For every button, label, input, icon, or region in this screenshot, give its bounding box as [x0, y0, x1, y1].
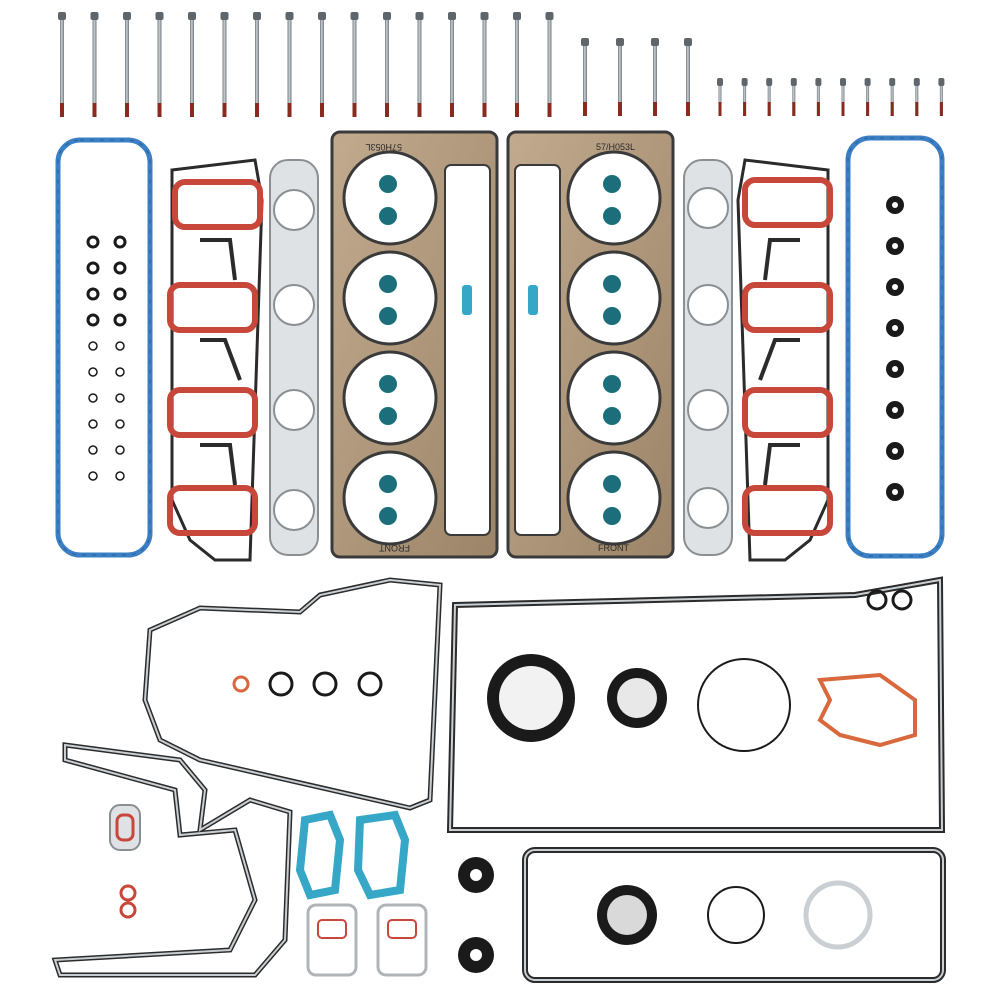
short-bolt-2: [766, 78, 773, 116]
intake-gasket-right: [736, 158, 833, 562]
short-bolt-5: [840, 78, 846, 116]
medium-bolt-2: [651, 38, 659, 116]
grommet-left-7-0: [88, 419, 98, 429]
head-gasket-right-front: FRONT: [598, 543, 629, 553]
grommet-left-8-1: [115, 445, 125, 455]
exhaust-gasket-left: [269, 159, 319, 556]
exhaust-gasket-right: [683, 159, 733, 556]
bores-right-cylinder-1: [566, 250, 662, 346]
bores-left-cylinder-2: [342, 350, 438, 446]
short-bolt-3: [790, 78, 797, 116]
oil-filter-adapter-gasket: [866, 589, 913, 611]
long-bolt-11: [415, 12, 424, 117]
long-bolt-7: [285, 12, 294, 117]
egr-gasket: [109, 804, 141, 851]
bores-right-cylinder-2: [566, 350, 662, 446]
grommet-right-4: [886, 360, 904, 378]
medium-bolt-3: [684, 38, 692, 116]
grommet-left-2-1: [113, 287, 127, 301]
grommet-left-0-1: [113, 235, 127, 249]
long-bolt-9: [350, 12, 359, 117]
long-bolt-2: [123, 12, 131, 117]
timing-cover-gasket: [142, 577, 443, 811]
short-bolt-6: [864, 78, 871, 116]
medium-bolt-1: [616, 38, 624, 116]
head-gasket-left-stamp: 57H053L: [365, 142, 402, 152]
grommet-left-1-0: [86, 261, 100, 275]
head-gasket-right: 57/H053L FRONT: [506, 130, 675, 559]
long-bolt-0: [58, 12, 66, 117]
long-bolt-1: [90, 12, 99, 117]
short-head-bolts: [717, 78, 945, 116]
long-bolt-14: [513, 12, 521, 117]
grommet-left-2-0: [86, 287, 100, 301]
intake-gasket-left: [167, 158, 264, 562]
head-gasket-right-stamp: 57/H053L: [596, 142, 635, 152]
grommet-right-3: [886, 319, 904, 337]
grommet-left-7-1: [115, 419, 125, 429]
rear-main-seal: [487, 654, 575, 742]
bores-left-cylinder-0: [342, 150, 438, 246]
grommet-right-7: [886, 483, 904, 501]
grommet-right-6: [886, 442, 904, 460]
head-gasket-left: 57H053L FRONT: [330, 130, 499, 559]
short-bolt-0: [717, 78, 723, 116]
grommet-right-0: [886, 196, 904, 214]
long-bolt-15: [545, 12, 554, 117]
thermostat-gaskets: [306, 903, 428, 977]
grommet-left-5-1: [115, 367, 125, 377]
front-crank-seal: [607, 668, 667, 728]
medium-head-bolts: [581, 38, 692, 116]
oil-pump-gasket: [816, 672, 917, 748]
grommet-left-8-0: [88, 445, 98, 455]
grommet-right-1: [886, 237, 904, 255]
valve-cover-seal-left: [55, 137, 153, 558]
oil-passage-gasket: [119, 884, 137, 919]
grommet-left-3-0: [86, 313, 100, 327]
grommet-left-6-0: [88, 393, 98, 403]
oil-pickup-oring: [697, 658, 791, 752]
bores-left-cylinder-3: [342, 450, 438, 546]
long-bolt-4: [188, 12, 196, 117]
short-bolt-9: [938, 78, 945, 116]
long-bolt-5: [220, 12, 229, 117]
medium-bolt-0: [581, 38, 589, 116]
grommet-right-2: [886, 278, 904, 296]
bores-right-cylinder-0: [566, 150, 662, 246]
valve-cover-grommets-right: [886, 196, 904, 501]
grommet-right-5: [886, 401, 904, 419]
oil-pan-gasket: [446, 576, 946, 833]
camshaft-plug-seals: [458, 857, 494, 973]
short-bolt-8: [913, 78, 920, 116]
short-bolt-1: [741, 78, 748, 116]
water-pump-gasket-left: [295, 810, 345, 900]
grommet-left-5-0: [88, 367, 98, 377]
water-pump-gasket-right: [353, 810, 410, 900]
long-bolt-3: [155, 12, 164, 117]
grommet-left-1-1: [113, 261, 127, 275]
rear-cover-gasket: [51, 742, 293, 978]
head-gasket-left-front: FRONT: [379, 543, 410, 553]
long-bolt-13: [480, 12, 489, 117]
grommet-left-6-1: [115, 393, 125, 403]
bores-left-cylinder-1: [342, 250, 438, 346]
lower-pan-gasket: [522, 847, 946, 983]
grommet-left-9-1: [115, 471, 125, 481]
long-bolt-6: [253, 12, 261, 117]
short-bolt-4: [815, 78, 822, 116]
grommet-left-3-1: [113, 313, 127, 327]
valve-cover-seal-right: [845, 135, 945, 559]
long-head-bolts: [58, 12, 554, 117]
grommet-left-4-1: [115, 341, 125, 351]
long-bolt-8: [318, 12, 326, 117]
valve-cover-grommets-left: [86, 235, 127, 481]
short-bolt-7: [889, 78, 896, 116]
grommet-left-0-0: [86, 235, 100, 249]
grommet-left-4-0: [88, 341, 98, 351]
long-bolt-10: [383, 12, 391, 117]
grommet-left-9-0: [88, 471, 98, 481]
long-bolt-12: [448, 12, 456, 117]
bores-right-cylinder-3: [566, 450, 662, 546]
